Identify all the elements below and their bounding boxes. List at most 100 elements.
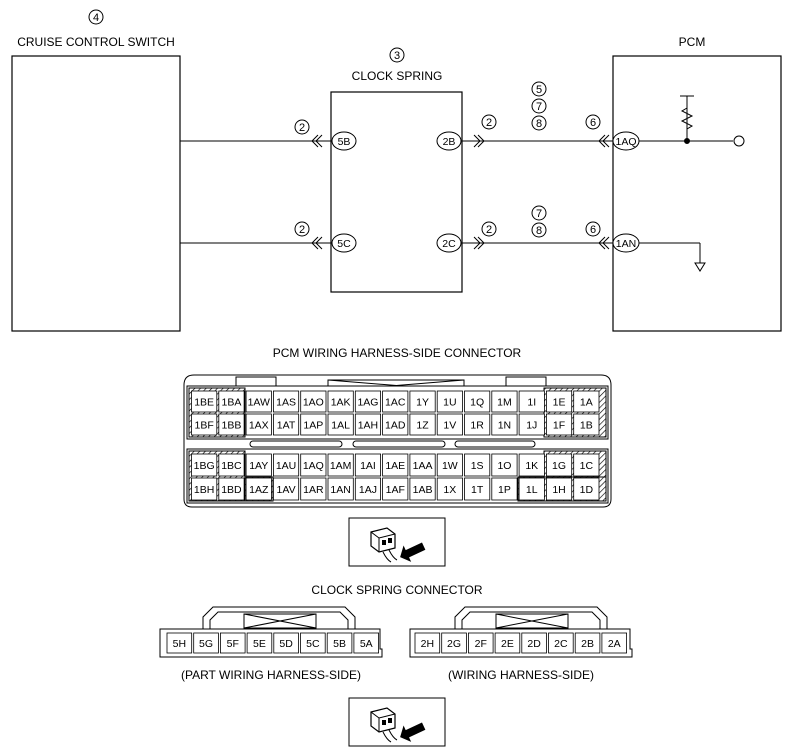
pin-cell [353, 632, 379, 654]
pin-label: 1D [580, 484, 594, 496]
pin-label: 2D [527, 638, 541, 650]
pin-cell [491, 390, 518, 413]
pin-cell [191, 390, 218, 413]
pin-cell [409, 390, 436, 413]
pin-label: 1S [471, 460, 484, 472]
pin-label: 1AE [385, 460, 405, 472]
pin-cell [218, 390, 245, 413]
pin-label: 1AC [385, 397, 406, 409]
pin-label: 2E [501, 638, 514, 650]
pin-cell [409, 413, 436, 436]
pin-label: 1BD [221, 484, 242, 496]
pin-cell [193, 632, 219, 654]
pin-label: 2G [447, 638, 461, 650]
pin-cell [467, 632, 494, 654]
pin-label: 1Z [416, 420, 429, 432]
pin-label: 5C [306, 638, 320, 650]
pin-cell [546, 413, 573, 436]
pin-label: 1AY [249, 460, 268, 472]
pin-cell [436, 390, 463, 413]
right-connector-caption: (WIRING HARNESS-SIDE) [448, 668, 594, 682]
cruise-switch-title: CRUISE CONTROL SWITCH [17, 35, 175, 49]
pin-cell [436, 453, 463, 477]
pin-label: 1T [471, 484, 484, 496]
pin-cell [327, 413, 354, 436]
pin-cell [573, 413, 600, 436]
pin-label: 1AQ [303, 460, 324, 472]
pin-label: 1I [527, 397, 536, 409]
pin-cell [382, 477, 409, 501]
pin-label: 1BC [221, 460, 242, 472]
pin-label: 1L [526, 484, 538, 496]
callout-bottom-stack-1: 7 [536, 208, 542, 220]
callout-bottom-mid: 2 [486, 224, 492, 236]
callout-4: 4 [93, 12, 99, 24]
callout-top-right: 6 [590, 117, 596, 129]
pin-label: 1BH [194, 484, 214, 496]
pin-label: 5G [199, 638, 213, 650]
circle-callout-labels: 2 2 5 7 8 6 2 2 7 8 6 [299, 84, 596, 237]
pin-label: 1X [443, 484, 456, 496]
pin-cell [273, 632, 299, 654]
pin-markers: 5B 2B 5C 2C 1AQ 1AN [331, 131, 640, 253]
pin-cell [382, 413, 409, 436]
pin-label: 1BE [194, 397, 214, 409]
connector-view-icon [348, 517, 446, 567]
pin-cell [327, 453, 354, 477]
clock-spring: 3 CLOCK SPRING [330, 47, 463, 293]
pin-label: 5D [279, 638, 293, 650]
pin-label: 1W [442, 460, 458, 472]
pin-label: 1AX [249, 420, 269, 432]
pin-label: 5H [173, 638, 186, 650]
pin-label: 1A [580, 397, 593, 409]
pin-label: 1AJ [359, 484, 377, 496]
pin-cell [218, 453, 245, 477]
callout-bottom-left: 2 [299, 224, 305, 236]
pin-label: 1E [553, 397, 566, 409]
pin-label: 2H [421, 638, 434, 650]
pin-cell [521, 632, 547, 654]
pin-cell [166, 632, 193, 654]
pin-label: 1F [553, 420, 565, 432]
pin-cell [245, 453, 272, 477]
pin-cell [354, 390, 381, 413]
pin-cell [518, 477, 545, 501]
pin-cell [409, 477, 436, 501]
pin-cell [300, 453, 327, 477]
pin-label: 1AI [360, 460, 376, 472]
pin-cell [300, 413, 327, 436]
clock-spring-connector-title: CLOCK SPRING CONNECTOR [311, 583, 482, 597]
pcm: PCM [612, 35, 782, 332]
connector-view-icon [348, 697, 446, 747]
pin-label: 1AO [303, 397, 324, 409]
pin-label: 1AS [276, 397, 296, 409]
pin-cell [191, 413, 218, 436]
pin-label: 1AK [331, 397, 351, 409]
pin-label: 1Q [470, 397, 484, 409]
pin-label: 5F [227, 638, 239, 650]
pcm-connector-title: PCM WIRING HARNESS-SIDE CONNECTOR [273, 346, 522, 360]
pin-label: 2C [554, 638, 568, 650]
pin-cell [518, 453, 545, 477]
pin-label: 1R [470, 420, 484, 432]
pin-cell [272, 453, 300, 477]
pin-2c: 2C [442, 238, 456, 250]
pin-cell [414, 632, 441, 654]
pin-cell [300, 390, 327, 413]
pin-label: 1AZ [249, 484, 269, 496]
pin-label: 1BB [222, 420, 242, 432]
pin-cell [518, 390, 545, 413]
pin-cell [246, 632, 273, 654]
pin-label: 5E [253, 638, 266, 650]
pin-label: 1O [497, 460, 511, 472]
pin-5b: 5B [338, 136, 351, 148]
pin-cell [326, 632, 353, 654]
left-connector-caption: (PART WIRING HARNESS-SIDE) [181, 668, 361, 682]
pin-cell [491, 477, 518, 501]
pin-label: 5B [333, 638, 346, 650]
pin-label: 1AW [248, 397, 270, 409]
pin-label: 1C [580, 460, 594, 472]
pin-cell [272, 477, 300, 501]
pin-cell [191, 477, 218, 501]
